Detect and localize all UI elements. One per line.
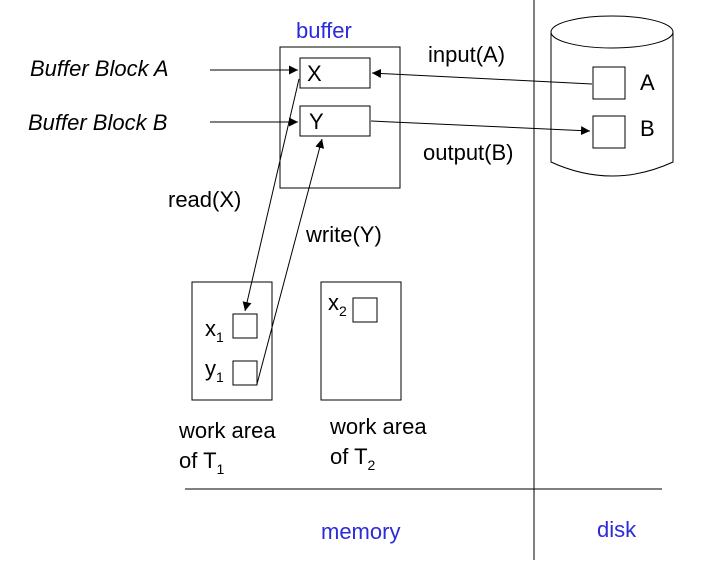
input-arrow	[371, 68, 593, 85]
disk-cylinder-icon	[550, 15, 674, 177]
var-x2-label: x2	[328, 290, 347, 319]
buffer-block-b-label: Buffer Block B	[28, 110, 167, 135]
input-op-label: input(A)	[428, 42, 505, 67]
output-op-label: output(B)	[423, 140, 514, 165]
work-area-t1-line1: work area	[178, 418, 276, 443]
write-op-label: write(Y)	[305, 222, 382, 247]
buffer-block-y	[299, 105, 371, 137]
write-arrow	[256, 138, 325, 385]
memory-label: memory	[321, 519, 400, 544]
disk-block-a	[592, 66, 626, 100]
var-y1-box	[232, 360, 258, 386]
buffer-block-a-label: Buffer Block A	[30, 56, 169, 81]
buffer-title: buffer	[296, 18, 352, 43]
buffer-box	[279, 46, 401, 189]
work-area-t1-line2: of T1	[179, 448, 225, 477]
buffer-block-y-label: Y	[309, 109, 324, 134]
work-area-t2-line2: of T2	[330, 444, 376, 473]
output-arrow	[370, 120, 591, 136]
buffer-block-x-label: X	[307, 61, 322, 86]
disk-block-b-label: B	[640, 116, 655, 141]
disk-block-b	[592, 115, 626, 149]
var-x1-label: x1	[205, 316, 224, 345]
read-op-label: read(X)	[168, 187, 241, 212]
disk-block-a-label: A	[640, 70, 655, 95]
work-area-t1-box	[191, 281, 273, 401]
var-y1-label: y1	[205, 356, 224, 385]
work-area-t2-line1: work area	[329, 414, 427, 439]
var-x1-box	[232, 313, 258, 339]
work-area-t2-box	[320, 281, 402, 401]
buffer-block-x	[299, 57, 371, 89]
read-arrow	[242, 78, 300, 312]
var-x2-box	[352, 297, 378, 323]
disk-label: disk	[597, 517, 637, 542]
